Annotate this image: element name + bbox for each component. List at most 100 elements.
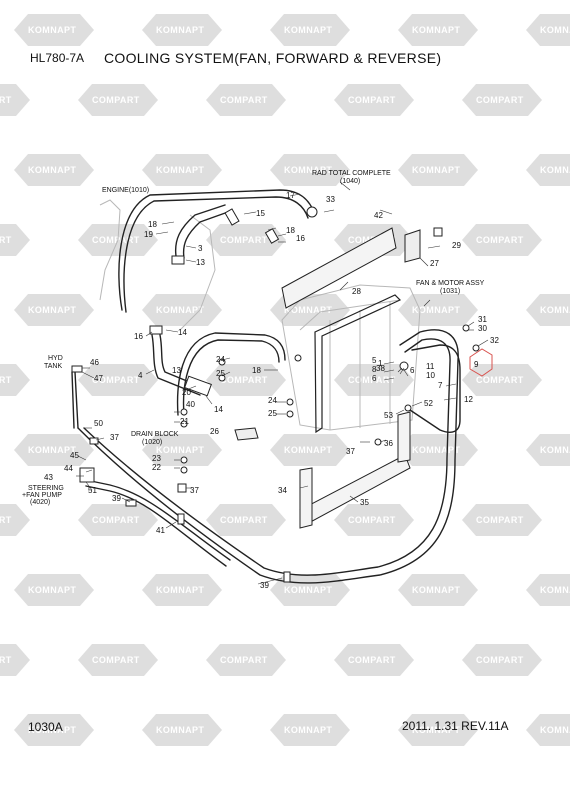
watermark-text: KOMNAPT (540, 165, 570, 175)
watermark-text: COMPART (476, 515, 524, 525)
watermark-text: COMPART (0, 235, 12, 245)
fittings (71, 206, 480, 583)
callout-10: 10 (426, 371, 435, 380)
callout-18b: 18 (286, 226, 295, 235)
watermark-tile (78, 504, 158, 536)
rad-bar-42 (281, 227, 397, 309)
callout-13b: 13 (172, 366, 181, 375)
watermark-tile (334, 364, 414, 396)
callout-38: 38 (376, 364, 385, 373)
callout-31: 31 (478, 315, 487, 324)
label-drain-block-code: (1020) (142, 439, 162, 446)
callout-14: 14 (178, 328, 187, 337)
watermark-text: COMPART (476, 95, 524, 105)
watermark-tile (398, 574, 478, 606)
watermark-tile (398, 714, 478, 746)
watermark-text: KOMNAPT (284, 165, 332, 175)
watermark-tile (526, 14, 570, 46)
callout-24: 24 (216, 355, 225, 364)
callout-51: 51 (88, 486, 97, 495)
callout-26: 26 (210, 427, 219, 436)
callout-17: 17 (286, 191, 295, 200)
callout-37: 37 (110, 433, 119, 442)
callout-30: 30 (478, 324, 487, 333)
callout-34: 34 (278, 486, 287, 495)
callout-4: 4 (138, 371, 143, 380)
callout-6: 6 (372, 374, 377, 383)
label-engine: ENGINE(1010) (102, 187, 149, 194)
callout-36: 36 (384, 439, 393, 448)
callout-18: 18 (148, 220, 157, 229)
watermark-text: COMPART (0, 95, 12, 105)
watermark-tile (14, 154, 94, 186)
watermark-text: KOMNAPT (156, 305, 204, 315)
watermark-tile (14, 714, 94, 746)
watermark-text: KOMNAPT (540, 725, 570, 735)
callout-16: 16 (134, 332, 143, 341)
callout-16b: 16 (296, 234, 305, 243)
watermark-tile (206, 644, 286, 676)
watermark-tile (142, 154, 222, 186)
watermark-tile (0, 84, 30, 116)
callout-47: 47 (94, 374, 103, 383)
callout-35: 35 (360, 498, 369, 507)
callout-28: 28 (352, 287, 361, 296)
watermark-tile (462, 644, 542, 676)
watermark-tile (78, 364, 158, 396)
watermark-tile (270, 14, 350, 46)
watermark-text: COMPART (92, 655, 140, 665)
label-steering-1: STEERING (28, 485, 64, 492)
watermark-text: COMPART (0, 515, 12, 525)
callout-19: 19 (144, 230, 153, 239)
callout-39: 39 (112, 494, 121, 503)
watermark-text: KOMNAPT (284, 725, 332, 735)
callout-25b: 25 (268, 409, 277, 418)
watermark-tile (206, 504, 286, 536)
watermark-tile (142, 14, 222, 46)
watermark-text: KOMNAPT (540, 25, 570, 35)
watermark-text: COMPART (92, 235, 140, 245)
watermark-tile (398, 294, 478, 326)
watermark-tile (526, 154, 570, 186)
drain-block-26 (234, 427, 259, 441)
watermark-text: KOMNAPT (540, 445, 570, 455)
callout-9: 9 (474, 360, 479, 369)
watermark-text: COMPART (0, 375, 12, 385)
watermark-tile (0, 364, 30, 396)
watermark-text: KOMNAPT (284, 25, 332, 35)
watermark-tile (0, 644, 30, 676)
watermark-text: COMPART (92, 375, 140, 385)
callout-45: 45 (70, 451, 79, 460)
watermark-tile (142, 434, 222, 466)
callout-18c: 18 (252, 366, 261, 375)
watermark-text: COMPART (92, 95, 140, 105)
watermark-text: KOMNAPT (412, 305, 460, 315)
watermark-text: COMPART (348, 375, 396, 385)
page-title: COOLING SYSTEM(FAN, FORWARD & REVERSE) (104, 50, 442, 66)
watermark-tile (334, 644, 414, 676)
callout-52: 52 (424, 399, 433, 408)
watermark-tile (206, 84, 286, 116)
watermark-text: KOMNAPT (156, 585, 204, 595)
watermark-text: COMPART (220, 95, 268, 105)
watermark-text: KOMNAPT (412, 25, 460, 35)
watermark-text: COMPART (476, 655, 524, 665)
assembly-labels: ENGINE(1010) RAD TOTAL COMPLETE (1040) F… (22, 170, 485, 506)
watermark-text: KOMNAPT (28, 445, 76, 455)
callout-32: 32 (490, 336, 499, 345)
watermark-text: KOMNAPT (412, 165, 460, 175)
watermark-text: KOMNAPT (540, 585, 570, 595)
watermark-tile (270, 434, 350, 466)
watermark-tile (398, 154, 478, 186)
watermark-text: KOMNAPT (412, 725, 460, 735)
watermark-tile (78, 84, 158, 116)
label-hyd: HYD (48, 355, 63, 362)
watermark-text: COMPART (220, 235, 268, 245)
callout-27: 27 (430, 259, 439, 268)
callout-33: 33 (326, 195, 335, 204)
watermark-tile (14, 14, 94, 46)
callout-15: 15 (256, 209, 265, 218)
watermark-text: KOMNAPT (284, 305, 332, 315)
model-code: HL780-7A (30, 51, 85, 65)
watermark-tile (14, 294, 94, 326)
